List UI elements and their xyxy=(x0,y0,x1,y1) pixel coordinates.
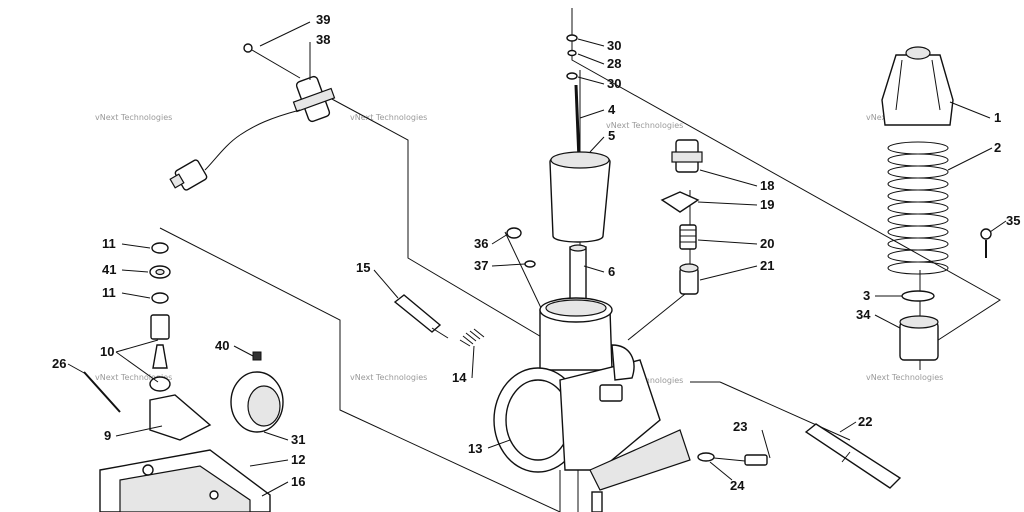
callout-12: 12 xyxy=(291,452,305,467)
callout-10: 10 xyxy=(100,344,114,359)
part-idle-screw xyxy=(393,294,485,347)
callout-41: 41 xyxy=(102,262,116,277)
callout-14: 14 xyxy=(452,370,467,385)
leader-lines xyxy=(67,21,1007,497)
callout-37: 37 xyxy=(474,258,488,273)
callout-30: 30 xyxy=(607,38,621,53)
callout-18: 18 xyxy=(760,178,774,193)
callout-13: 13 xyxy=(468,441,482,456)
part-needle-stack xyxy=(549,34,611,243)
callout-5: 5 xyxy=(608,128,615,143)
callout-6: 6 xyxy=(608,264,615,279)
callout-23: 23 xyxy=(733,419,747,434)
watermark: vNext Technologies xyxy=(95,113,172,122)
watermark: vNext Technologies xyxy=(350,113,427,122)
part-float-chamber-group xyxy=(83,242,284,512)
watermark: vNext Technologies xyxy=(350,373,427,382)
callout-16: 16 xyxy=(291,474,305,489)
callout-28: 28 xyxy=(607,56,621,71)
callout-labels: 39 38 30 28 30 4 5 1 2 18 19 20 21 35 3 … xyxy=(52,12,1020,493)
watermark: vNext Technologies xyxy=(95,373,172,382)
callout-11: 11 xyxy=(102,236,116,251)
callout-20: 20 xyxy=(760,236,774,251)
callout-34: 34 xyxy=(856,307,871,322)
part-vent-tube xyxy=(697,423,902,489)
callout-31: 31 xyxy=(291,432,305,447)
callout-36: 36 xyxy=(474,236,488,251)
watermark: vNext Technologies xyxy=(606,121,683,130)
callout-39: 39 xyxy=(316,12,330,27)
callout-2: 2 xyxy=(994,140,1001,155)
callout-11: 11 xyxy=(102,285,116,300)
callout-24: 24 xyxy=(730,478,745,493)
watermark: vNext Technologies xyxy=(866,373,943,382)
part-jet-column xyxy=(660,139,703,295)
part-throttle-switch xyxy=(169,43,336,191)
part-cap-spring-assembly xyxy=(881,46,992,361)
callout-30: 30 xyxy=(607,76,621,91)
callout-19: 19 xyxy=(760,197,774,212)
callout-26: 26 xyxy=(52,356,66,371)
callout-9: 9 xyxy=(104,428,111,443)
callout-15: 15 xyxy=(356,260,370,275)
callout-3: 3 xyxy=(863,288,870,303)
part-carburetor-body xyxy=(493,297,691,512)
callout-38: 38 xyxy=(316,32,330,47)
callout-22: 22 xyxy=(858,414,872,429)
callout-1: 1 xyxy=(994,110,1001,125)
callout-21: 21 xyxy=(760,258,774,273)
callout-4: 4 xyxy=(608,102,616,117)
callout-35: 35 xyxy=(1006,213,1020,228)
spring-coils xyxy=(887,141,949,275)
callout-40: 40 xyxy=(215,338,229,353)
